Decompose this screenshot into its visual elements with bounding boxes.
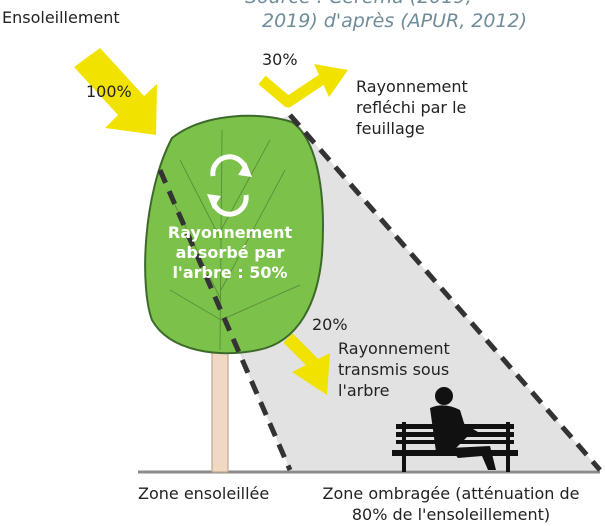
absorbed-label-line2: absorbé par [175,243,285,262]
bench-with-person [392,387,518,472]
shadow-boundary-right [288,113,602,472]
transmitted-label-line2: transmis sous [338,359,450,379]
zone-sunny-label: Zone ensoleillée [138,484,270,503]
reflected-label-line2: refléchi par le [356,97,467,117]
tree-branches [169,129,301,351]
transmitted-label-line1: Rayonnement [338,339,450,358]
incoming-label: Ensoleillement [2,8,120,27]
absorbed-label-line3: l'arbre : 50% [172,263,288,282]
recycle-icon [207,154,252,217]
transmitted-arrow [283,333,330,395]
source-caption-line2: 2019) d'après (APUR, 2012) [262,10,528,32]
transmitted-label: Rayonnement transmis sous l'arbre [338,339,450,401]
absorbed-label-line1: Rayonnement [167,223,293,242]
transmitted-percent: 20% [312,315,348,334]
reflected-percent: 30% [262,50,298,69]
shadow-boundary-left [157,169,293,471]
zone-shaded-label: Zone ombragée (atténuation de 80% de l'e… [306,484,596,526]
reflected-arrow [258,64,348,108]
absorbed-label: Rayonnement absorbé par l'arbre : 50% [150,223,310,283]
source-caption-line1: Source : Cerema (2019, [245,0,472,8]
reflected-label: Rayonnement refléchi par le feuillage [356,77,468,139]
reflected-label-line1: Rayonnement [356,77,468,96]
zone-shaded-line1: Zone ombragée (atténuation de [322,484,580,503]
zone-shaded-line2: 80% de l'ensoleillement) [351,504,551,524]
reflected-label-line3: feuillage [356,118,425,138]
transmitted-label-line3: l'arbre [338,380,390,400]
tree-foliage [144,114,324,355]
incoming-percent: 100% [86,82,132,101]
incoming-sun-arrow [74,48,157,135]
